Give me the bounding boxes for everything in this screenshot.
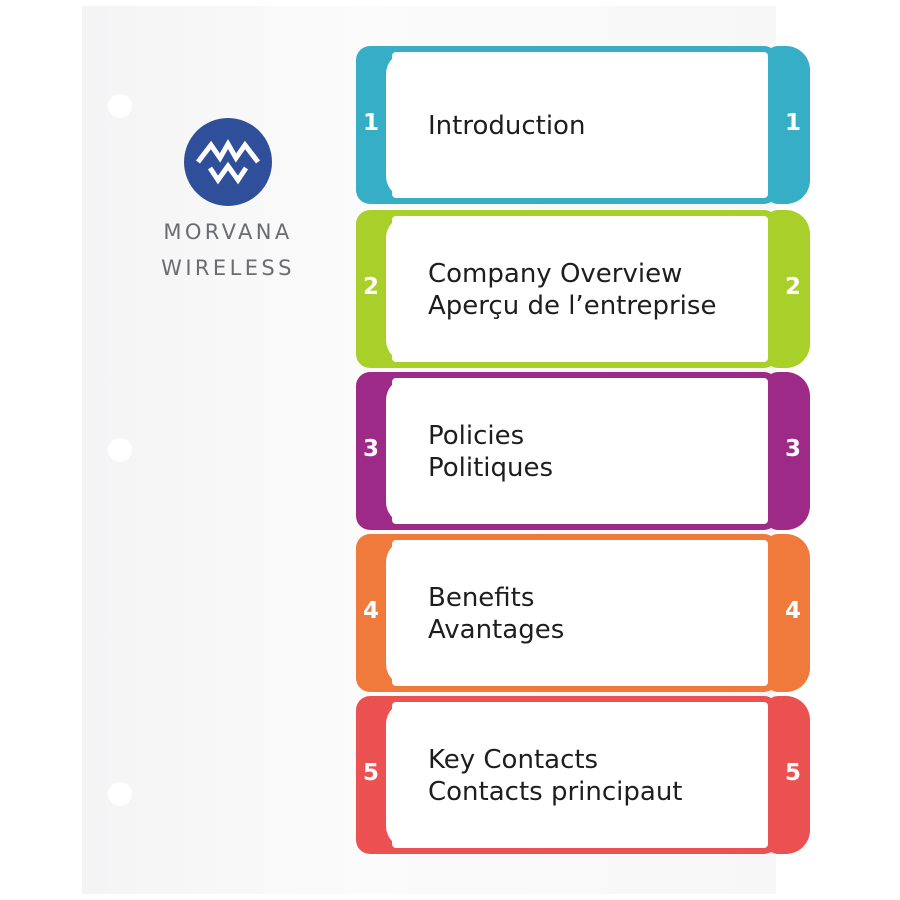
tab-card-3: [356, 372, 778, 530]
tab-number-left: 1: [362, 110, 379, 136]
tab-title-line-1: Introduction: [428, 111, 586, 141]
tab-title-line-2: Avantages: [428, 615, 565, 645]
brand-name-line-2: WIRELESS: [161, 256, 295, 280]
tab-number-right: 1: [784, 110, 801, 136]
binder-hole-middle: [108, 438, 132, 462]
binder-hole-bottom: [108, 782, 132, 806]
tab-card-1: [356, 46, 778, 204]
tab-title-line-2: Politiques: [428, 453, 554, 483]
tab-number-left: 4: [362, 598, 379, 624]
tab-label-area: [386, 702, 768, 848]
tab-title-line-1: Key Contacts: [428, 745, 599, 775]
tab-title-line-2: Contacts principaut: [428, 777, 683, 807]
tab-label-area: [386, 52, 768, 198]
tab-label-area: [386, 378, 768, 524]
tab-number-right: 5: [784, 760, 801, 786]
tab-number-left: 2: [362, 274, 379, 300]
tab-title-line-1: Company Overview: [428, 259, 683, 289]
tab-card-2: [356, 210, 778, 368]
tab-title-line-1: Policies: [428, 421, 525, 451]
tab-label-area: [386, 216, 768, 362]
tab-card-5: [356, 696, 778, 854]
brand-name-line-1: MORVANA: [163, 220, 293, 244]
tab-number-right: 3: [784, 436, 801, 462]
tab-card-4: [356, 534, 778, 692]
morvana-diamond-logo-icon: [184, 118, 272, 206]
tab-label-area: [386, 540, 768, 686]
binder-hole-top: [108, 94, 132, 118]
tab-number-right: 4: [784, 598, 801, 624]
tab-number-left: 3: [362, 436, 379, 462]
tab-title-line-2: Aperçu de l’entreprise: [428, 291, 717, 321]
tab-title-line-1: Benefits: [428, 583, 535, 613]
tab-row-1[interactable]: 1 1 Introduction: [356, 46, 810, 204]
tab-number-left: 5: [362, 760, 379, 786]
tab-number-right: 2: [784, 274, 801, 300]
